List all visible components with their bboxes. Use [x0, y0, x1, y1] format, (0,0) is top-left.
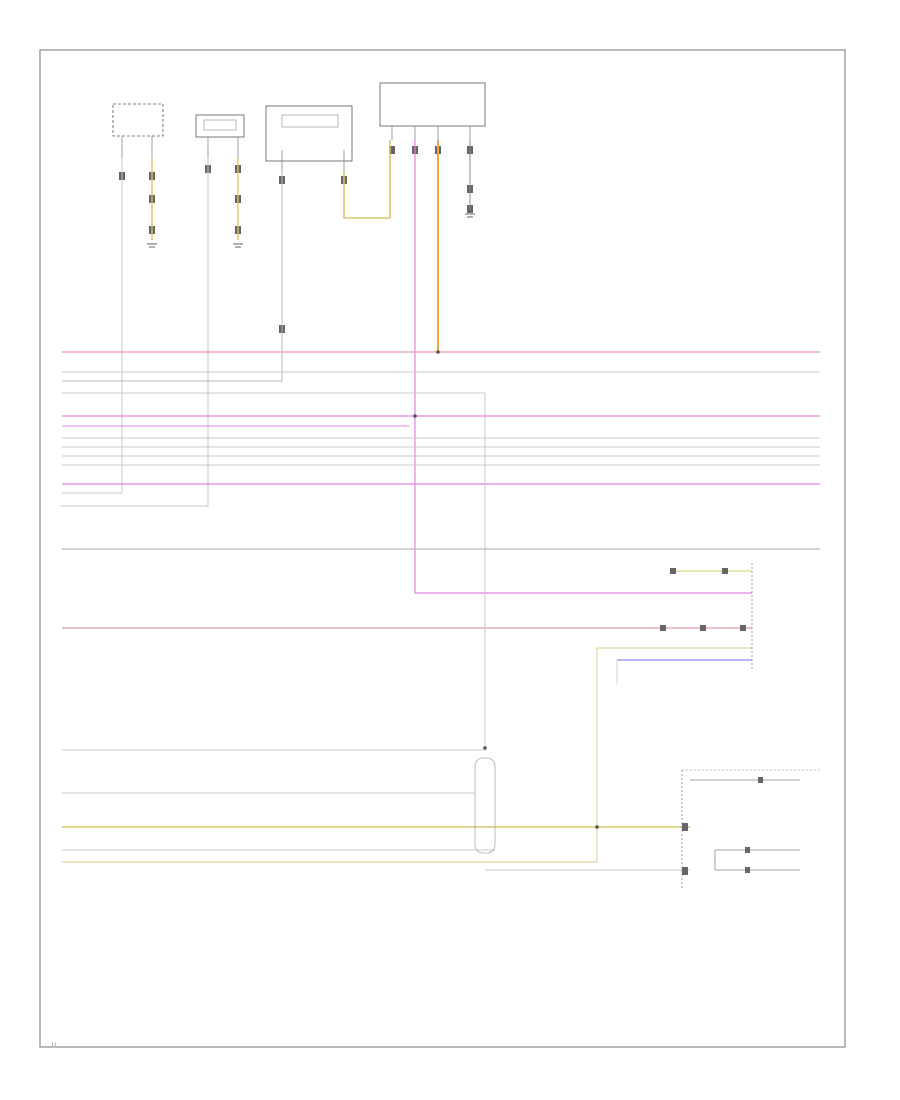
component-4: [379, 82, 486, 140]
splice-icon: [413, 350, 599, 829]
component-3: [265, 105, 353, 170]
ground-icon: [147, 213, 475, 248]
door-switch: [660, 563, 753, 670]
connector-block: [474, 757, 496, 854]
top-vertical-wires: [60, 140, 752, 594]
bus-wires: [62, 351, 820, 871]
component-1: [112, 103, 164, 158]
component-2: [195, 114, 245, 158]
window-switch: [681, 769, 822, 890]
page-label: ( ): [52, 1041, 56, 1046]
